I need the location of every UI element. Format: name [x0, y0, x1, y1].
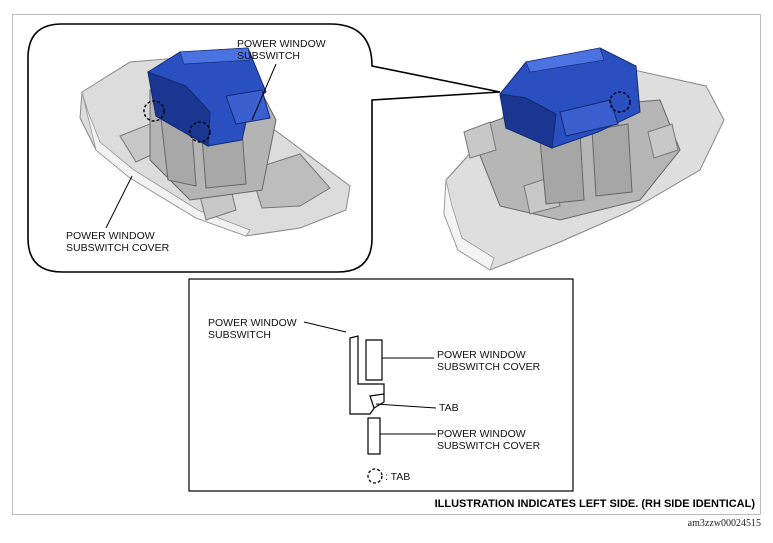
detail-label-subswitch: POWER WINDOW SUBSWITCH — [208, 317, 297, 341]
tab-marker-2 — [189, 121, 211, 143]
illustration-code: am3zzw00024515 — [687, 518, 761, 529]
label-power-window-subswitch-cover: POWER WINDOW SUBSWITCH COVER — [66, 230, 170, 254]
zoomed-subswitch — [143, 47, 271, 147]
leader-subswitch — [251, 63, 277, 121]
detail-leader-subswitch — [303, 321, 347, 333]
detail-label-cover-bottom: POWER WINDOW SUBSWITCH COVER — [437, 428, 541, 452]
tab-marker-3 — [609, 91, 631, 113]
legend-tab-label: : TAB — [385, 471, 411, 483]
leader-cover — [105, 175, 133, 229]
detail-leader-tab — [375, 403, 437, 409]
cross-section — [349, 335, 385, 455]
tab-legend-icon — [367, 468, 383, 484]
tab-marker-1 — [143, 100, 165, 122]
detail-label-tab: TAB — [439, 402, 459, 414]
footer-note: ILLUSTRATION INDICATES LEFT SIDE. (RH SI… — [434, 498, 755, 510]
label-power-window-subswitch: POWER WINDOW SUBSWITCH — [237, 38, 326, 62]
overall-subswitch — [499, 47, 641, 149]
zoomed-cover — [79, 57, 351, 237]
detail-label-cover-top: POWER WINDOW SUBSWITCH COVER — [437, 349, 541, 373]
figure-frame — [12, 14, 761, 515]
